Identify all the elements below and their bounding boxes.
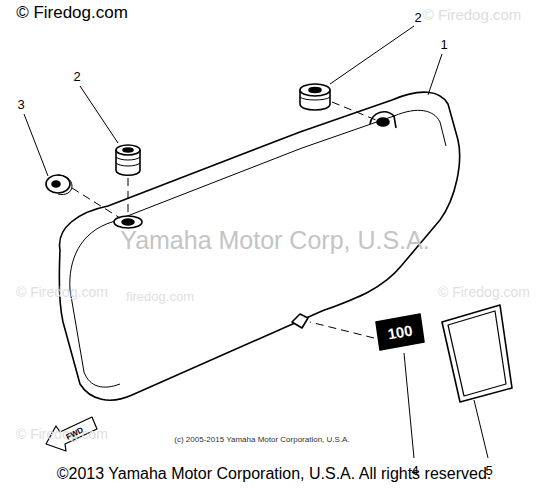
watermark: firedog.com	[126, 290, 194, 303]
decal-100	[376, 314, 424, 350]
callout-number: 3	[17, 98, 24, 111]
copyright-note: (c) 2005-2015 Yamaha Motor Corporation, …	[174, 436, 349, 444]
watermark: © Firedog.com	[423, 7, 522, 22]
watermark: © Firedog.com	[438, 285, 530, 299]
leader-line	[330, 26, 414, 84]
side-cover-rim	[70, 110, 446, 290]
grommet	[116, 145, 140, 175]
copyright-line: ©2013 Yamaha Motor Corporation, U.S.A. A…	[57, 466, 492, 482]
leader-line	[474, 400, 488, 458]
leader-line	[80, 86, 118, 143]
side-cover	[59, 92, 459, 400]
leader-line	[428, 54, 442, 95]
watermark: © Firedog.com	[16, 4, 128, 21]
washer	[46, 175, 72, 195]
assembly-line	[72, 188, 120, 218]
leader-line	[404, 353, 414, 458]
grommet-hole	[114, 216, 142, 228]
assembly-line	[310, 322, 374, 338]
assembly-line	[332, 102, 376, 120]
boss-top	[370, 112, 396, 128]
watermark: © Firedog.com	[16, 285, 108, 299]
callout-number: 1	[440, 38, 447, 51]
callout-number: 2	[73, 70, 80, 83]
grommet	[300, 84, 330, 110]
callout-number: 2	[414, 11, 421, 24]
decal-text: 100	[386, 322, 413, 341]
grommet-hole	[377, 118, 389, 126]
decal-plate	[442, 305, 512, 402]
leader-line	[24, 114, 48, 176]
side-cover-rim	[70, 290, 120, 387]
pin	[292, 314, 308, 328]
assembly-line	[128, 178, 129, 214]
watermark: Yamaha Motor Corp, U.S.A.	[120, 228, 429, 253]
grommet-hole-inner	[122, 219, 134, 225]
decal-plate-inner	[448, 311, 506, 396]
watermark: © Firedog.com	[16, 427, 108, 441]
